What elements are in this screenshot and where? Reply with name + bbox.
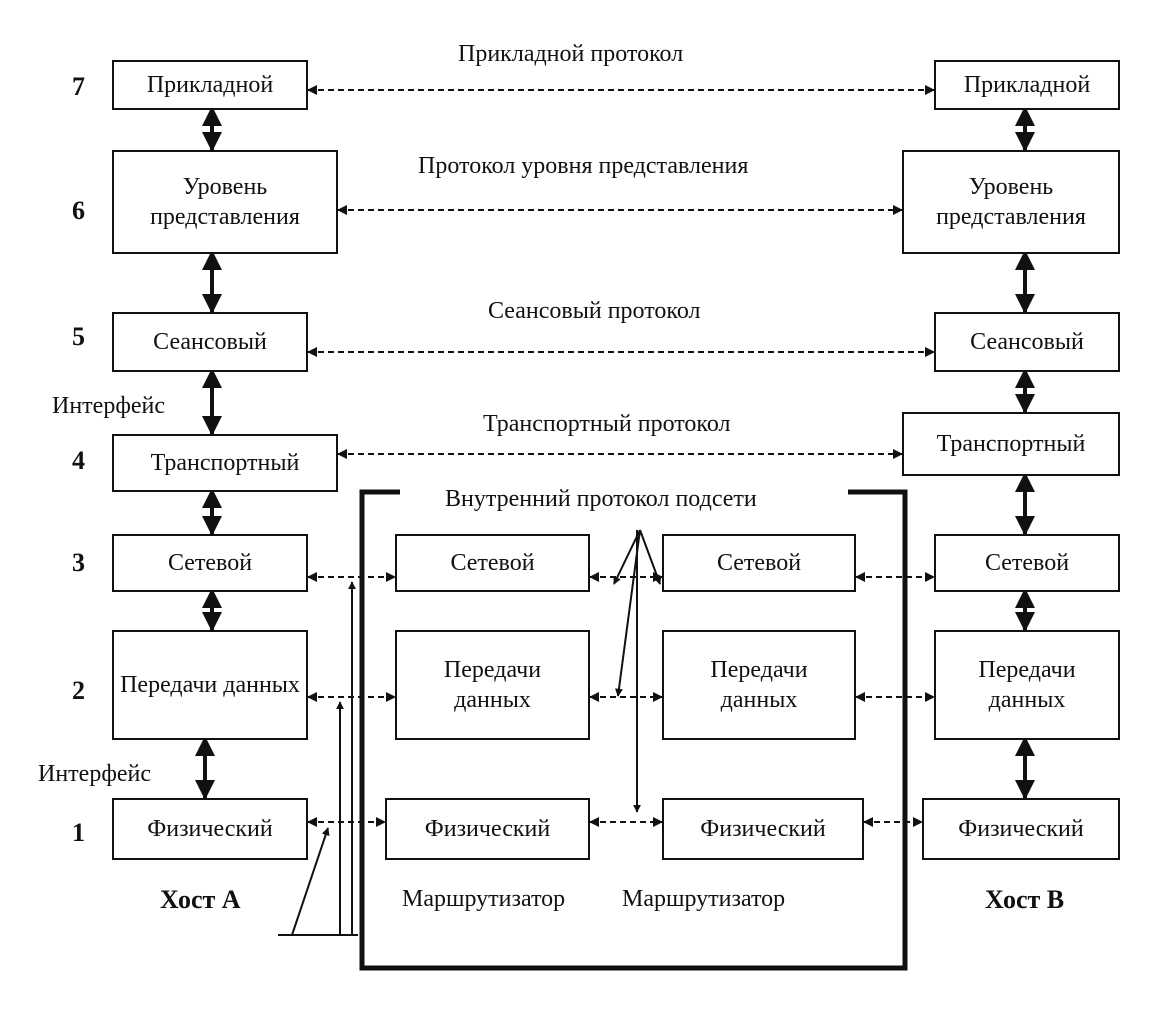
host-b-network-box: Сетевой	[934, 534, 1120, 592]
host-b-session-box: Сеансовый	[934, 312, 1120, 372]
session-protocol-label: Сеансовый протокол	[488, 298, 701, 324]
peer-protocol-arrows	[307, 85, 935, 459]
router-2-datalink-label: Передачи данных	[710, 657, 808, 713]
router-1-title: Маршрутизатор	[402, 886, 566, 912]
host-a-application-label: Прикладной	[146, 72, 274, 98]
host-a-presentation-box: Уровень представления	[112, 150, 338, 254]
subnet-frame	[359, 489, 908, 971]
host-b-application-label: Прикладной	[963, 72, 1091, 98]
host-a-datalink-box: Передачи данных	[112, 630, 308, 740]
host-a-transport-box: Транспортный	[112, 434, 338, 492]
host-b-presentation-box: Уровень представления	[902, 150, 1120, 254]
host-a-physical-box: Физический	[112, 798, 308, 860]
layer-number-7: 7	[72, 72, 85, 101]
host-b-physical-box: Физический	[922, 798, 1120, 860]
presentation-protocol-label: Протокол уровня представления	[418, 153, 749, 179]
router-2-network-box: Сетевой	[662, 534, 856, 592]
host-a-pointer-lines	[278, 581, 358, 936]
host-b-network-label: Сетевой	[984, 550, 1070, 576]
host-b-datalink-box: Передачи данных	[934, 630, 1120, 740]
host-a-network-box: Сетевой	[112, 534, 308, 592]
host-a-physical-label: Физический	[147, 816, 273, 842]
host-b-presentation-label: Уровень представления	[936, 174, 1086, 230]
layer-number-3: 3	[72, 548, 85, 577]
subnet-protocol-label: Внутренний протокол подсети	[441, 485, 761, 513]
host-b-datalink-label: Передачи данных	[978, 657, 1076, 713]
router-2-title: Маршрутизатор	[622, 886, 786, 912]
router-1-physical-label: Физический	[424, 816, 551, 842]
host-b-session-label: Сеансовый	[970, 329, 1084, 355]
host-b-transport-label: Транспортный	[936, 431, 1086, 457]
host-a-session-label: Сеансовый	[153, 329, 267, 355]
subnet-pointer-lines	[613, 529, 662, 813]
router-1-network-box: Сетевой	[395, 534, 590, 592]
host-a-application-box: Прикладной	[112, 60, 308, 110]
host-a-datalink-label: Передачи данных	[120, 672, 300, 698]
host-a-transport-label: Транспортный	[150, 450, 300, 476]
host-b-physical-label: Физический	[958, 816, 1084, 842]
host-a-session-box: Сеансовый	[112, 312, 308, 372]
layer-number-4: 4	[72, 446, 85, 475]
host-b-title: Хост B	[985, 885, 1065, 914]
layer-number-2: 2	[72, 676, 85, 705]
router-2-network-label: Сетевой	[716, 550, 802, 576]
host-b-application-box: Прикладной	[934, 60, 1120, 110]
layer-number-5: 5	[72, 322, 85, 351]
router-2-physical-box: Физический	[662, 798, 864, 860]
layer-number-1: 1	[72, 818, 85, 847]
host-a-presentation-label: Уровень представления	[150, 174, 300, 230]
host-a-title: Хост A	[160, 885, 241, 914]
interface-label-upper: Интерфейс	[52, 393, 166, 419]
host-b-transport-box: Транспортный	[902, 412, 1120, 476]
host-a-interface-arrows	[195, 106, 222, 800]
router-2-physical-label: Физический	[700, 816, 826, 842]
router-1-datalink-box: Передачи данных	[395, 630, 590, 740]
interface-label-lower: Интерфейс	[38, 761, 152, 787]
router-2-datalink-box: Передачи данных	[662, 630, 856, 740]
transport-protocol-label: Транспортный протокол	[483, 411, 731, 437]
router-1-network-label: Сетевой	[450, 550, 535, 576]
router-1-physical-box: Физический	[385, 798, 590, 860]
host-a-network-label: Сетевой	[167, 550, 253, 576]
layer-number-6: 6	[72, 196, 85, 225]
router-1-datalink-label: Передачи данных	[443, 657, 542, 713]
application-protocol-label: Прикладной протокол	[458, 41, 684, 67]
